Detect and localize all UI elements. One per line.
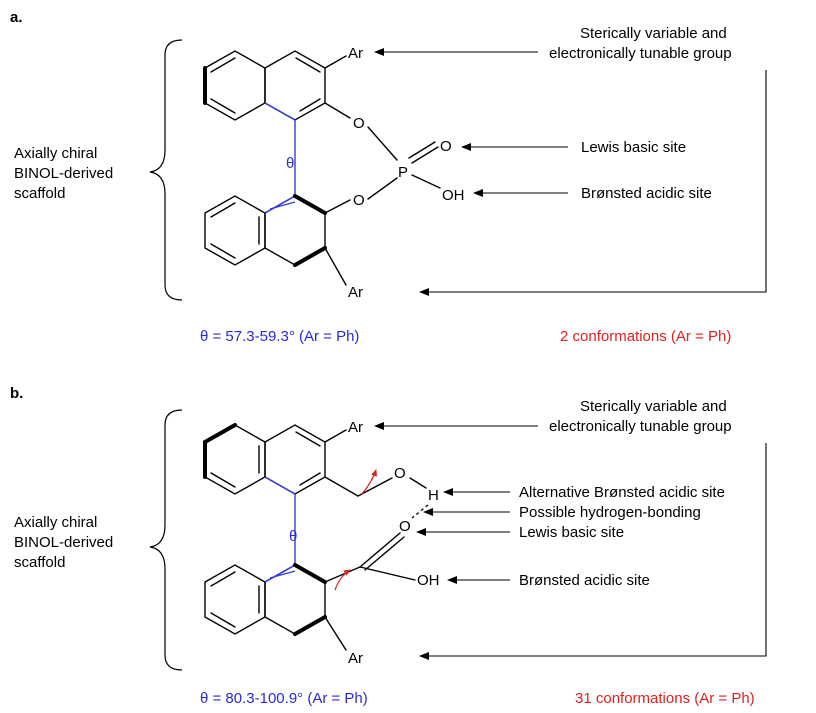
panel-b-o-alc: O: [394, 465, 406, 482]
panel-a-rings: [203, 50, 326, 121]
panel-b-rotation-arrow-1: [361, 469, 377, 495]
panel-b: b. Axially chiral BINOL-derived scaffold…: [10, 385, 767, 707]
panel-b-label: b.: [10, 385, 23, 402]
panel-a-o2: O: [353, 192, 365, 209]
panel-b-scaffold-line1: Axially chiral: [14, 514, 97, 531]
panel-a-ar-top: Ar: [348, 45, 363, 62]
panel-a-steric-line1: Sterically variable and: [580, 25, 727, 42]
panel-b-lower-naphthalene: [204, 563, 327, 636]
panel-b-conformations: 31 conformations (Ar = Ph): [575, 690, 755, 707]
panel-a-o3: O: [440, 138, 452, 155]
panel-b-oh: OH: [417, 572, 440, 589]
panel-a-ar-bottom: Ar: [348, 284, 363, 301]
panel-a-label: a.: [10, 9, 23, 26]
panel-a-p: P: [398, 164, 408, 181]
panel-b-ar-bottom: Ar: [348, 650, 363, 667]
panel-b-steric-bracket-arrow: [419, 443, 767, 660]
panel-b-rotation-arrow-2: [334, 569, 351, 591]
panel-b-bronsted-label: Brønsted acidic site: [519, 572, 650, 589]
panel-b-brace: [149, 409, 183, 671]
panel-a-angle: θ = 57.3-59.3° (Ar = Ph): [200, 328, 359, 345]
panel-a: a. Axially chiral BINOL-derived scaffold: [10, 9, 767, 345]
panel-b-upper-naphthalene: [203, 423, 326, 495]
panel-a-oh: OH: [442, 187, 465, 204]
panel-a-o1: O: [353, 115, 365, 132]
panel-a-theta: θ: [286, 155, 294, 172]
panel-b-o-carb: O: [399, 518, 411, 535]
panel-a-steric-line2: electronically tunable group: [549, 45, 732, 62]
panel-a-bronsted-label: Brønsted acidic site: [581, 185, 712, 202]
panel-b-steric-line2: electronically tunable group: [549, 418, 732, 435]
panel-a-scaffold-line3: scaffold: [14, 185, 65, 202]
panel-b-alt-bronsted-label: Alternative Brønsted acidic site: [519, 484, 725, 501]
panel-a-scaffold-line1: Axially chiral: [14, 145, 97, 162]
panel-b-hbond-label: Possible hydrogen-bonding: [519, 504, 701, 521]
panel-b-h: H: [428, 487, 439, 504]
panel-b-lewis-label: Lewis basic site: [519, 524, 624, 541]
panel-b-steric-line1: Sterically variable and: [580, 398, 727, 415]
panel-a-scaffold-line2: BINOL-derived: [14, 165, 113, 182]
panel-a-lower-naphthalene: [204, 194, 327, 267]
panel-b-scaffold-line3: scaffold: [14, 554, 65, 571]
panel-a-lewis-label: Lewis basic site: [581, 139, 686, 156]
panel-b-scaffold-line2: BINOL-derived: [14, 534, 113, 551]
panel-a-brace: [149, 39, 183, 301]
panel-a-steric-bracket-arrow: [419, 70, 767, 296]
panel-b-angle: θ = 80.3-100.9° (Ar = Ph): [200, 690, 368, 707]
panel-b-ar-top: Ar: [348, 419, 363, 436]
panel-b-theta: θ: [289, 528, 297, 545]
panel-a-ar-top-bond: [324, 55, 347, 69]
panel-a-conformations: 2 conformations (Ar = Ph): [560, 328, 731, 345]
